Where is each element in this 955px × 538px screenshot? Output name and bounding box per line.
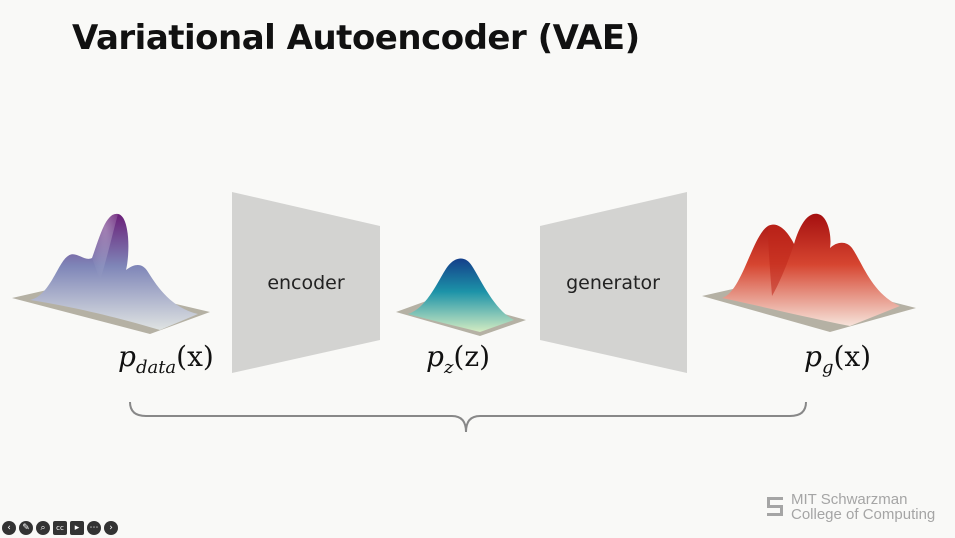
branding-line1: MIT Schwarzman [791, 491, 908, 508]
latent-distribution-label: pz(z) [426, 340, 490, 378]
slide-title: Variational Autoencoder (VAE) [72, 18, 640, 58]
encoder-block: encoder [232, 192, 380, 373]
data-distribution-label: pdata(x) [118, 340, 214, 378]
generated-distribution-surface [702, 213, 916, 332]
generator-label: generator [566, 272, 660, 294]
data-surface-hills [30, 213, 198, 330]
more-icon[interactable]: ⋯ [87, 521, 101, 535]
branding-line2: College of Computing [791, 506, 936, 523]
latent-surface-hill [408, 258, 514, 332]
presentation-toolbar: ‹ ✎ ⌕ cc ▸ ⋯ › [2, 521, 118, 535]
branding-text: MIT Schwarzman College of Computing [791, 492, 935, 522]
encoder-trapezoid [232, 192, 380, 373]
encoder-label: encoder [267, 272, 345, 294]
camera-icon[interactable]: ▸ [70, 521, 84, 535]
generated-surface-hills [722, 213, 900, 326]
captions-icon[interactable]: cc [53, 521, 67, 535]
zoom-icon[interactable]: ⌕ [36, 521, 50, 535]
generator-block: generator [540, 192, 687, 373]
generated-distribution-label: pg(x) [804, 340, 871, 378]
latent-distribution-surface [396, 258, 526, 336]
generated-surface-ridge [768, 224, 794, 296]
branding: MIT Schwarzman College of Computing [765, 492, 935, 522]
mit-logo-icon [767, 497, 783, 516]
pen-icon[interactable]: ✎ [19, 521, 33, 535]
prev-icon[interactable]: ‹ [2, 521, 16, 535]
data-distribution-surface [12, 213, 210, 334]
generator-trapezoid [540, 192, 687, 373]
data-surface-highlight [92, 213, 118, 280]
next-icon[interactable]: › [104, 521, 118, 535]
bracket-brace [129, 401, 807, 433]
